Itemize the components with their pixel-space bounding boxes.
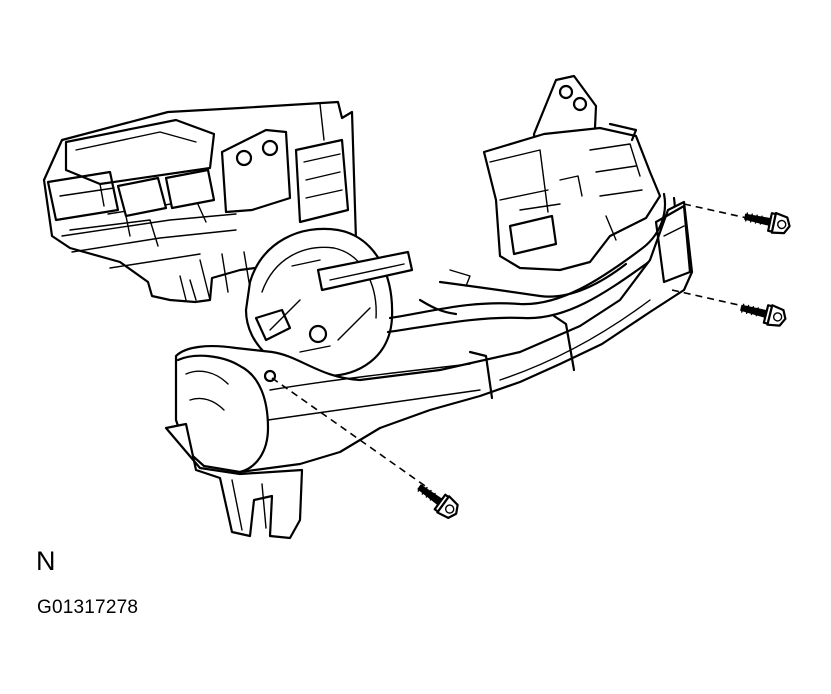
bolt-lower-center: [272, 378, 462, 522]
air-duct: [166, 202, 692, 538]
bolt-middle-right: [672, 290, 788, 329]
bolt-upper-right: [684, 204, 792, 236]
bolt-icon: [417, 479, 462, 522]
heater-unit-housing: [44, 102, 356, 302]
bolt-icon: [740, 298, 787, 329]
figure-code: G01317278: [37, 597, 139, 618]
blower-motor: [246, 229, 412, 376]
bolt-icon: [743, 207, 791, 236]
view-label: N: [36, 546, 56, 576]
duct-outlet-housing: [484, 76, 660, 270]
